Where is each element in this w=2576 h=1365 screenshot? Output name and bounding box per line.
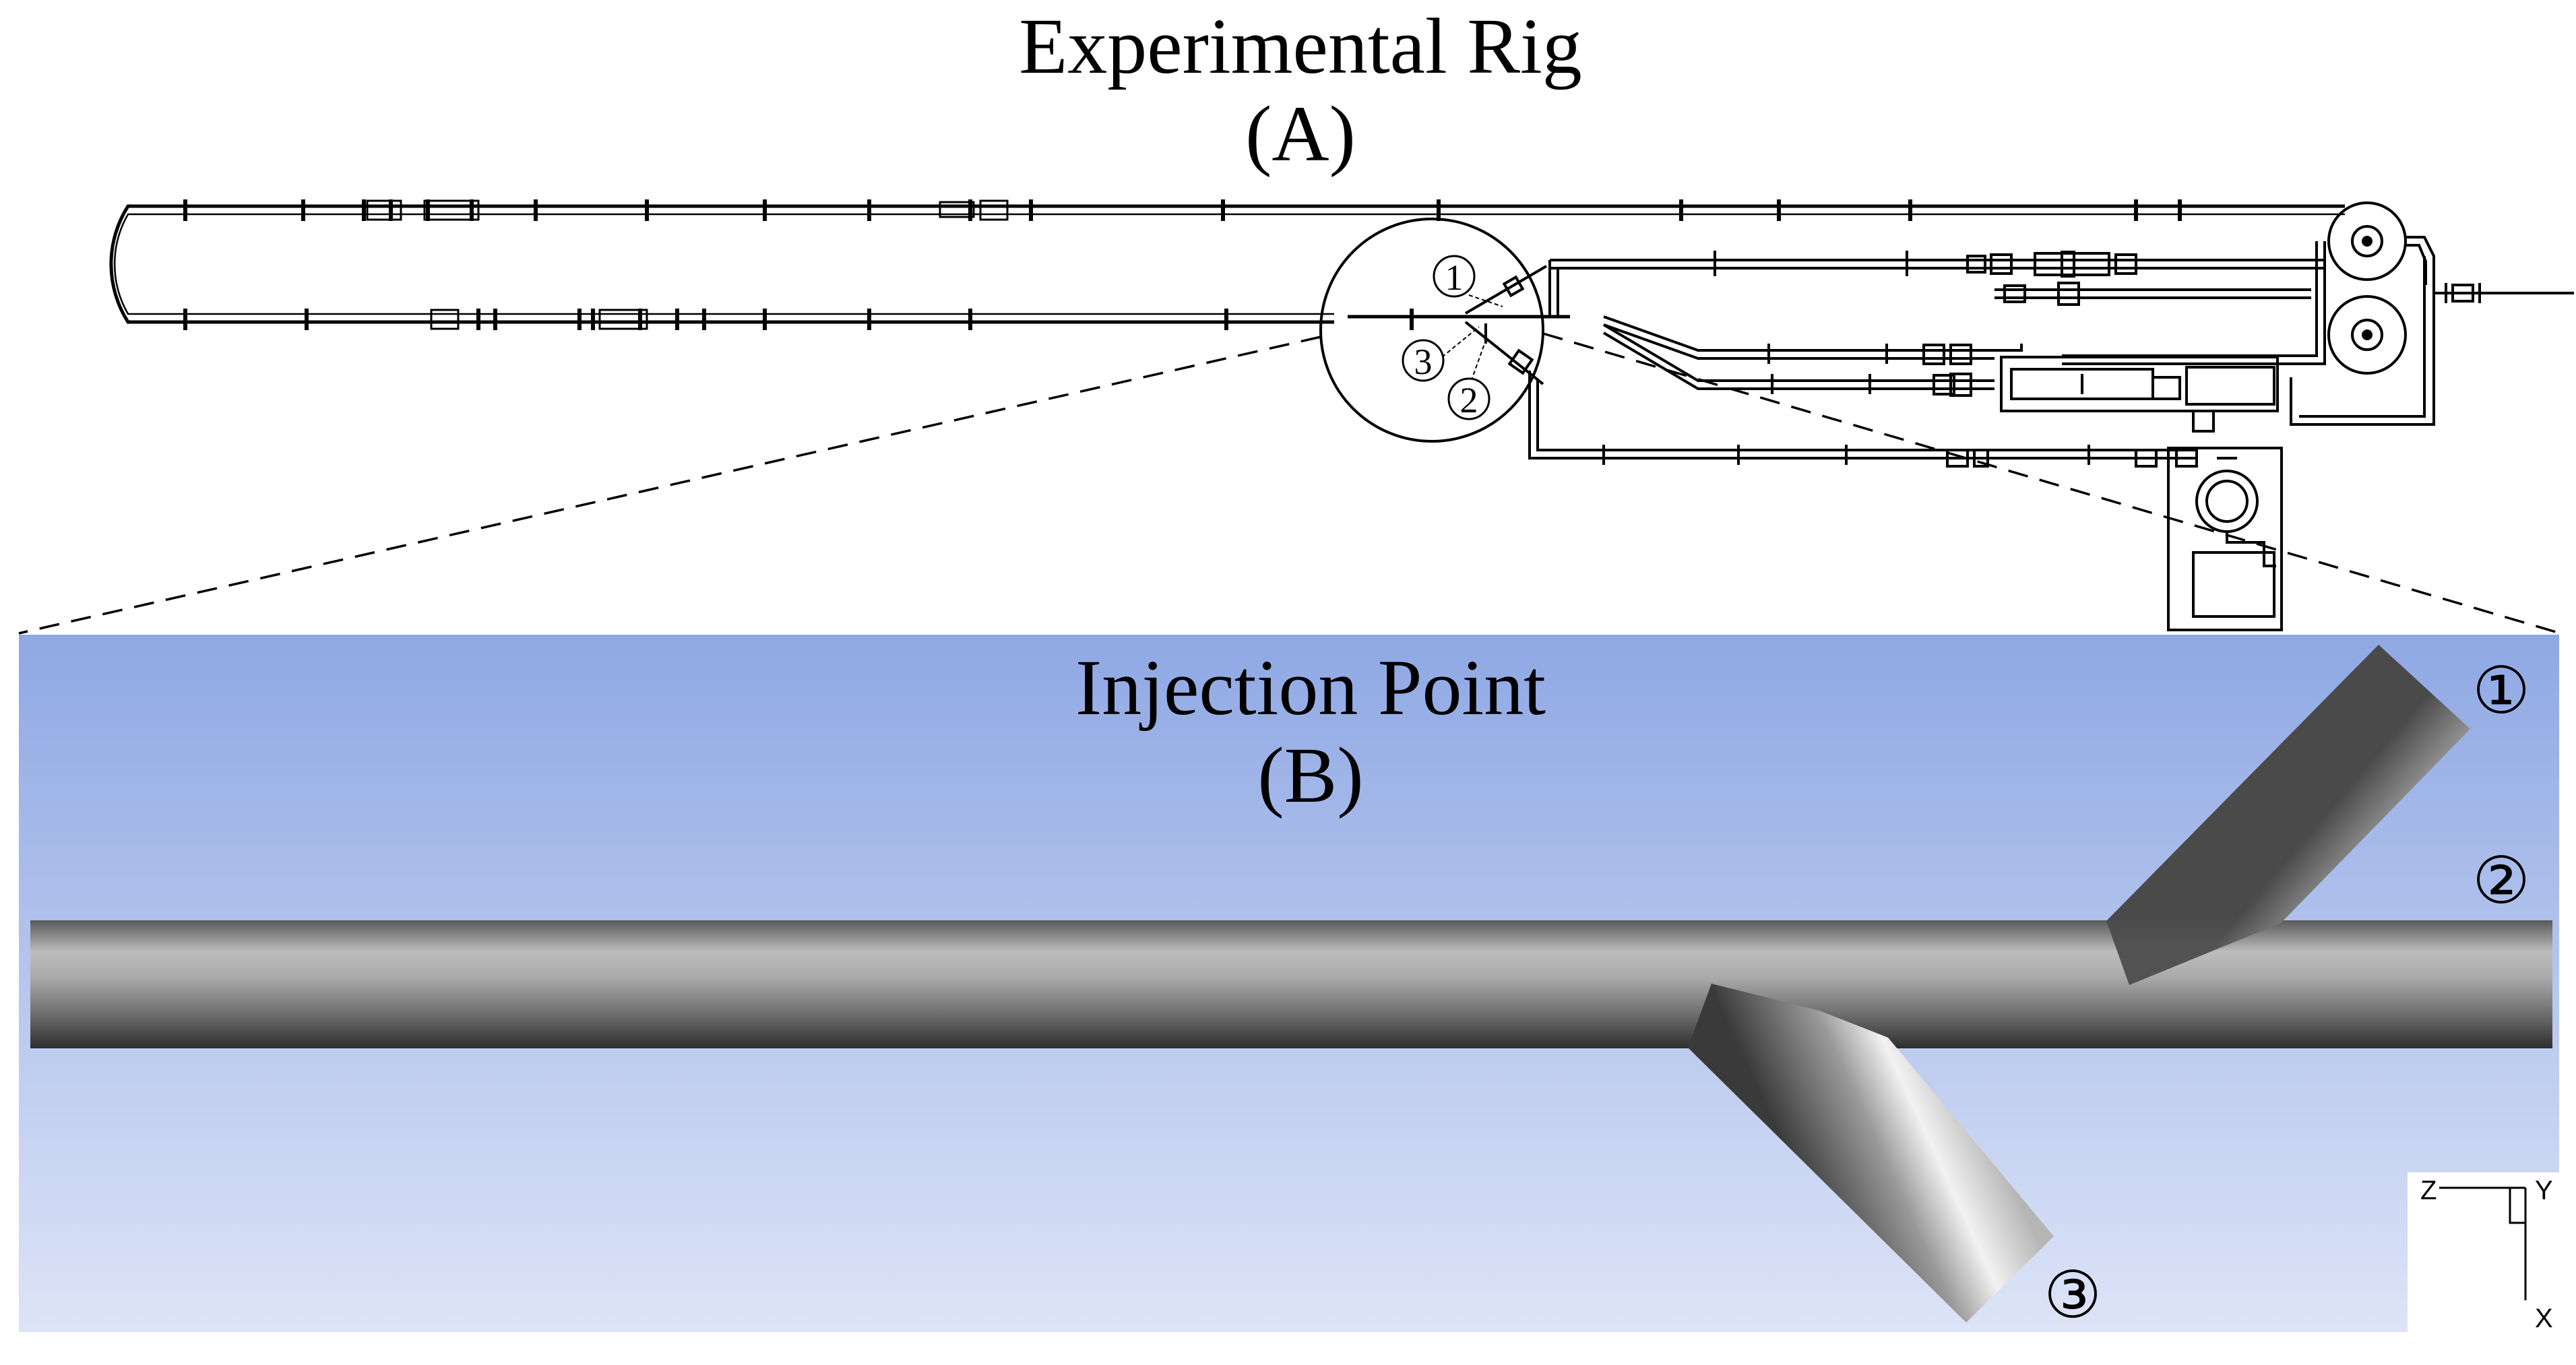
marker-a-3: 3 (1402, 339, 1445, 382)
axis-x-label: X (2535, 1304, 2553, 1333)
rig-right-piping (1528, 236, 2574, 459)
marker-3: ③ (2044, 1259, 2102, 1331)
panel-b-title: Injection Point (1075, 643, 1546, 732)
panel-a-label: (A) (1245, 90, 1356, 178)
rig-fittings (183, 199, 2182, 330)
rig-main-loop (109, 204, 2345, 324)
marker-a-2: 2 (1447, 377, 1490, 420)
marker-2: ② (2472, 845, 2530, 917)
svg-text:3: 3 (1414, 342, 1433, 382)
marker-a-1: 1 (1433, 255, 1476, 298)
panel-b: Injection Point (B) ① ② ③ Z Y X (19, 635, 2559, 1333)
rig-inline-components (366, 199, 1009, 330)
zoom-circle (1319, 218, 1544, 443)
svg-text:1: 1 (1445, 257, 1464, 298)
rig-pumps (2327, 201, 2407, 375)
zoom-projection-lines (18, 332, 2561, 635)
panel-a-title: Experimental Rig (1019, 2, 1582, 90)
panel-a: Experimental Rig (A) (18, 2, 2574, 635)
marker-1: ① (2472, 655, 2530, 727)
axis-triad: Z Y X (2408, 1172, 2559, 1333)
rig-pump-skid (2167, 447, 2283, 631)
svg-text:2: 2 (1460, 380, 1478, 420)
panel-b-label: (B) (1257, 731, 1363, 819)
branch-pipe-1-cap (2106, 645, 2470, 985)
axis-z-label: Z (2420, 1176, 2437, 1205)
branch-pipe-3 (1688, 984, 2054, 1323)
rig-valves (1602, 251, 2481, 468)
axis-y-label: Y (2535, 1176, 2553, 1205)
rig-injection-detail (1464, 265, 1548, 385)
